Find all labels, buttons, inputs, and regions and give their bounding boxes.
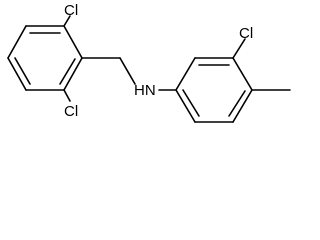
structure-diagram: Cl Cl HN Cl [7,2,291,123]
chlorine-label-bottom-left: Cl [64,103,78,120]
bond-l1 [63,25,83,59]
amine-label: HN [134,82,156,99]
molecule-drawing: Cl Cl HN Cl [7,2,291,123]
bond-cl-top-left [63,15,71,27]
bond-r1 [175,57,196,91]
chlorine-label-top-right: Cl [239,25,253,42]
bond-l4 [7,57,27,91]
bond-r3 [232,57,253,91]
bond-cl-top-right [232,38,246,59]
bond-ch2-nh [119,57,136,85]
bond-l2 [63,57,83,91]
right-benzene-ring [175,57,253,123]
double-bond-r2 [228,90,246,117]
bond-r4 [232,89,253,123]
left-benzene-ring [7,25,83,91]
chlorine-label-top-left: Cl [64,2,78,19]
double-bond-r3 [182,89,200,117]
double-bond-l2 [59,58,76,85]
bond-cl-bottom-left [63,89,71,102]
bond-r6 [175,89,196,123]
double-bond-l3 [14,57,31,85]
bond-l5 [7,25,27,59]
